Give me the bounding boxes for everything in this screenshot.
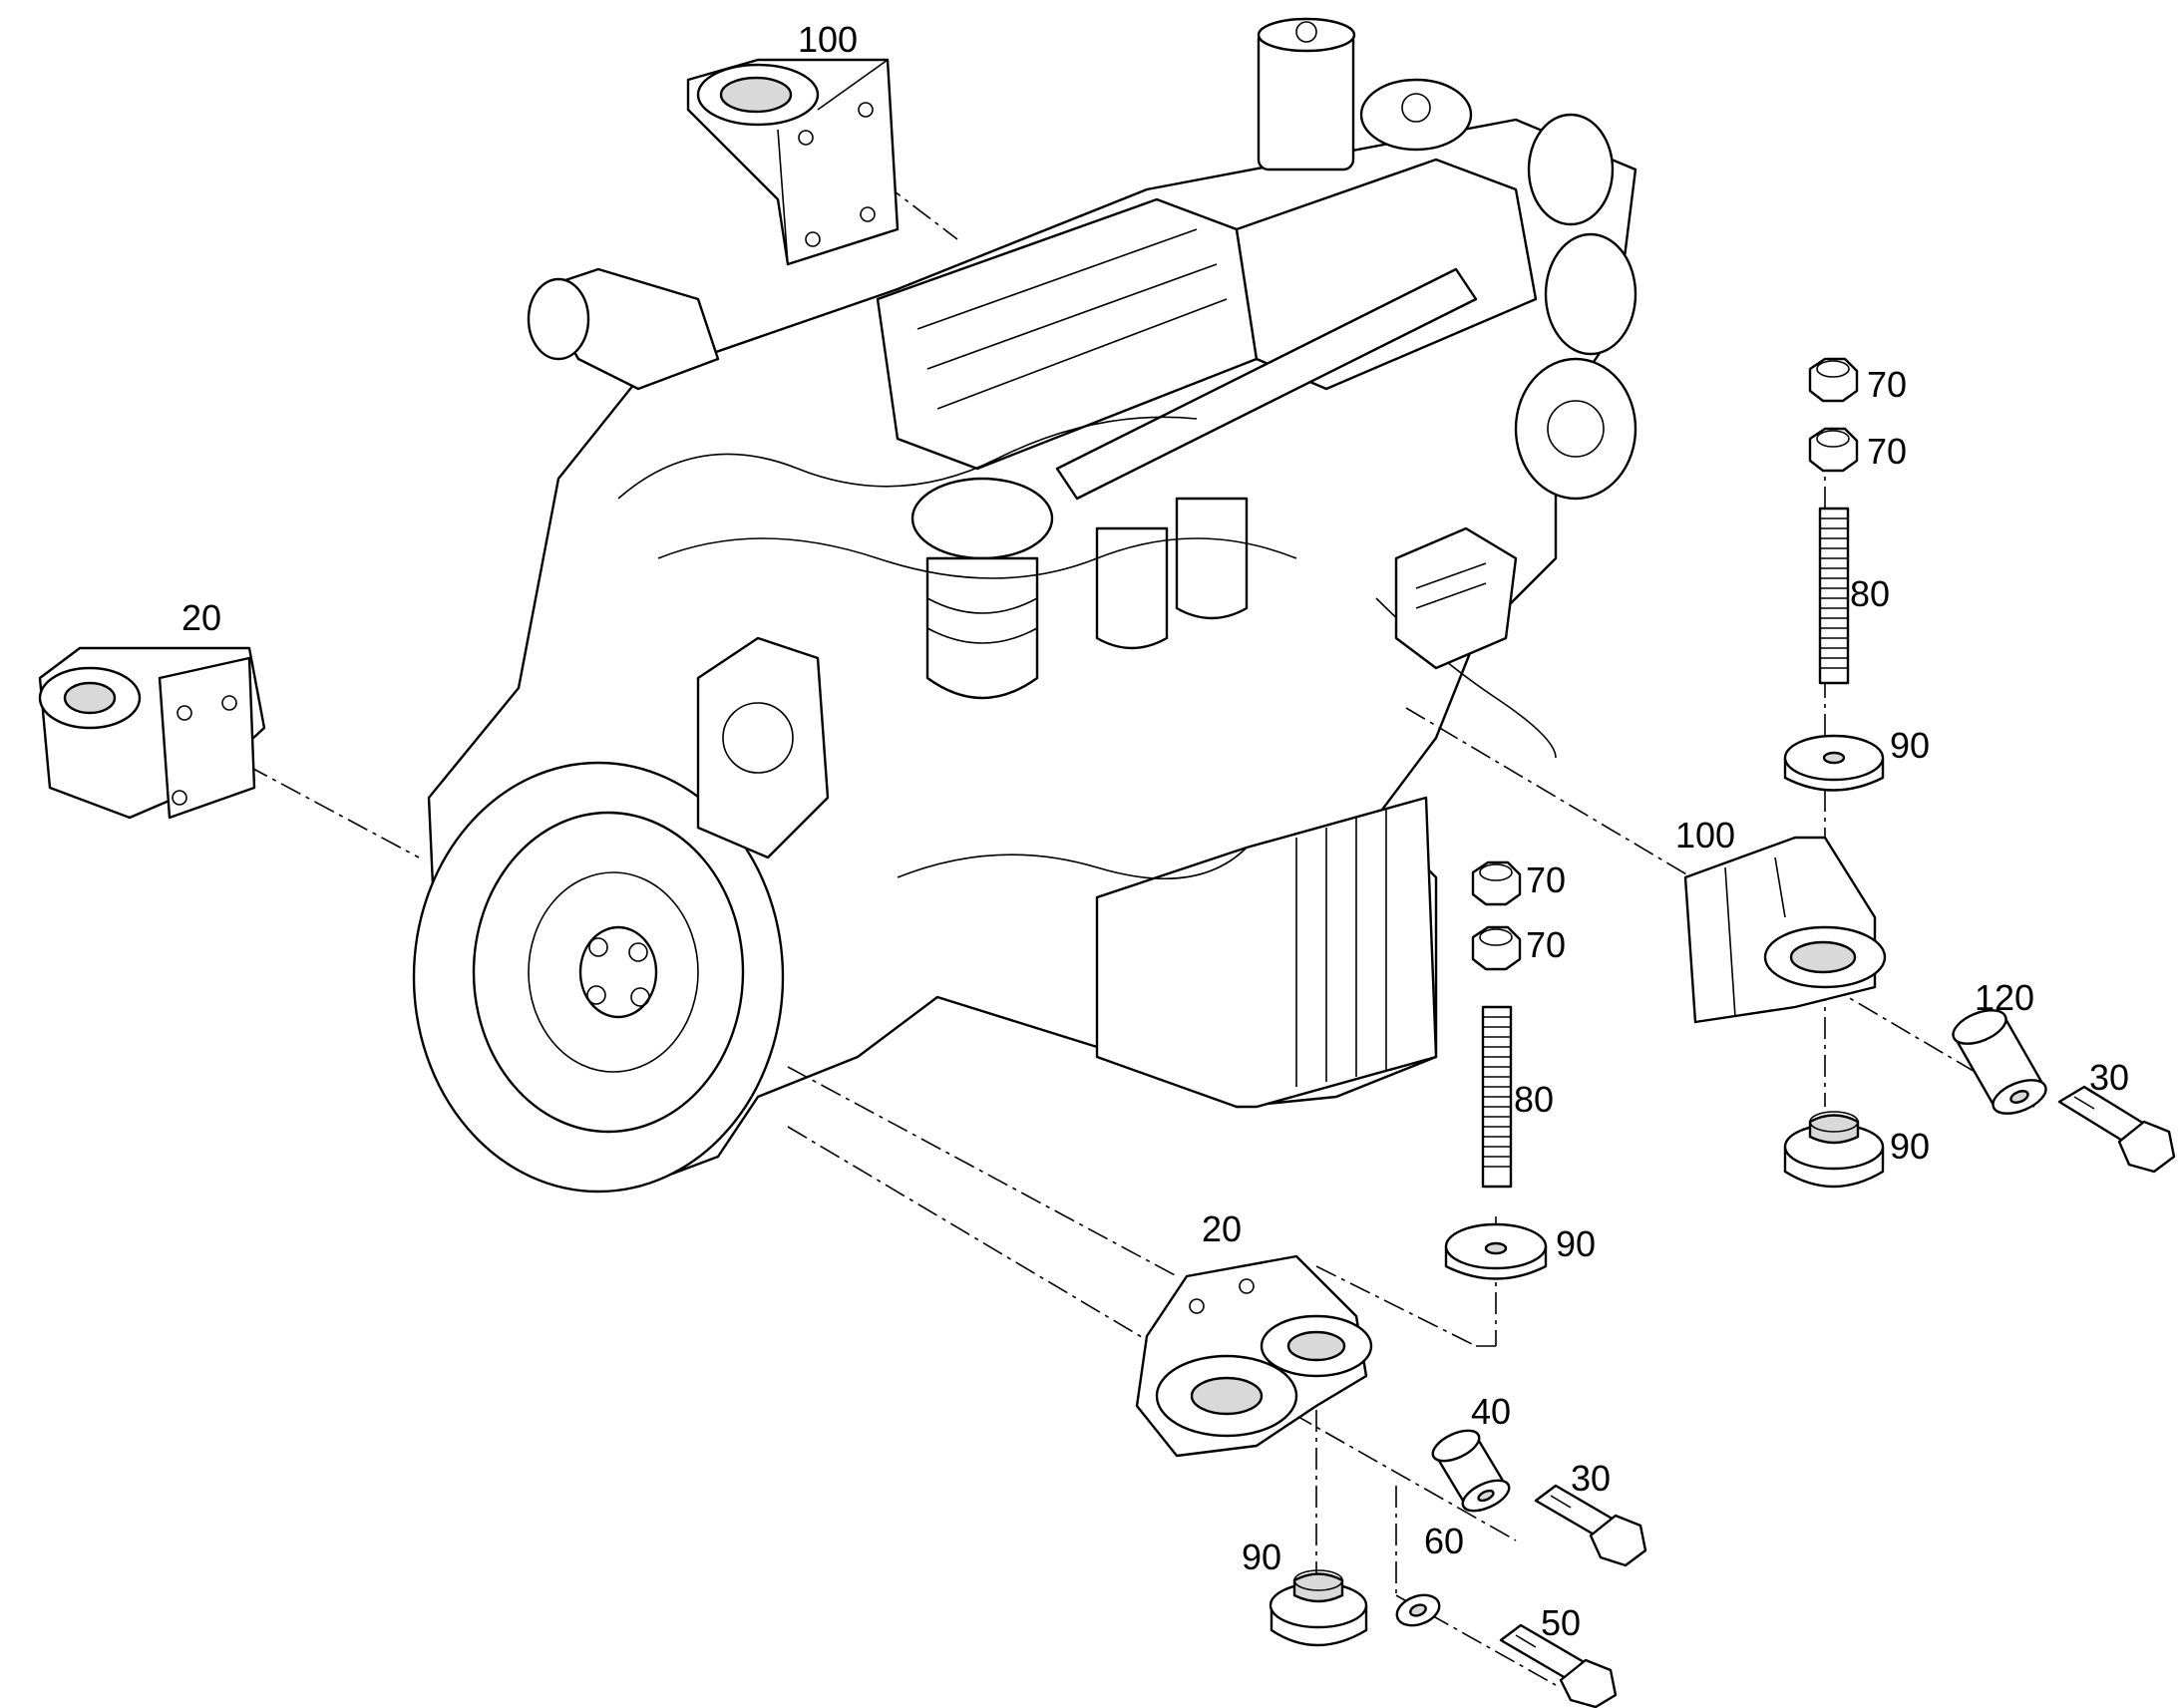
rubber-mount-90-bottom [1269, 1569, 1368, 1647]
stud-80-mid [1481, 1005, 1513, 1189]
callout-30-bottom: 30 [1571, 1458, 1611, 1499]
nut-70-mid-upper [1471, 860, 1522, 906]
bracket-20-bottom [1135, 1254, 1373, 1458]
bracket-100-upper [686, 58, 900, 266]
callout-70-mid-lower: 70 [1526, 924, 1566, 965]
bracket-100-right [1683, 836, 1887, 1024]
bracket-20-left [38, 646, 266, 820]
washer-90-right-upper [1783, 734, 1885, 792]
callout-70-right-upper: 70 [1867, 364, 1907, 405]
washer-60 [1395, 1593, 1441, 1627]
callout-100-right: 100 [1675, 815, 1735, 855]
bolt-30-bottom [1534, 1484, 1647, 1567]
callout-90-right-upper: 90 [1890, 725, 1930, 766]
spacer-40 [1431, 1429, 1511, 1513]
stud-80-right [1818, 507, 1850, 685]
bolt-50 [1499, 1623, 1618, 1708]
nut-70-mid-lower [1471, 925, 1522, 971]
callout-80-mid: 80 [1514, 1079, 1554, 1120]
bolt-30-right [2057, 1085, 2176, 1174]
callout-90-mid: 90 [1556, 1223, 1596, 1264]
callout-20-left: 20 [182, 597, 221, 638]
washer-90-mid [1444, 1222, 1548, 1280]
callout-120: 120 [1975, 977, 2034, 1018]
engine-assembly [412, 17, 1637, 1194]
callout-70-right-lower: 70 [1867, 431, 1907, 472]
callout-90-bottom: 90 [1242, 1537, 1281, 1577]
callout-60: 60 [1424, 1521, 1464, 1561]
callout-40: 40 [1471, 1391, 1511, 1432]
callout-30-right: 30 [2089, 1057, 2129, 1098]
callout-80-right: 80 [1850, 573, 1890, 614]
nut-70-right-upper [1808, 357, 1859, 403]
callout-20-bottom: 20 [1202, 1208, 1242, 1249]
callout-50: 50 [1541, 1602, 1581, 1643]
callout-labels: 100 20 70 70 80 90 100 120 30 90 70 70 8… [182, 19, 2129, 1643]
spacer-120 [1952, 1009, 2047, 1115]
nut-70-right-lower [1808, 427, 1859, 473]
callout-100-upper: 100 [798, 19, 858, 60]
callout-90-right-lower: 90 [1890, 1126, 1930, 1167]
callout-70-mid-upper: 70 [1526, 859, 1566, 900]
rubber-mount-90-right-lower [1783, 1111, 1885, 1189]
